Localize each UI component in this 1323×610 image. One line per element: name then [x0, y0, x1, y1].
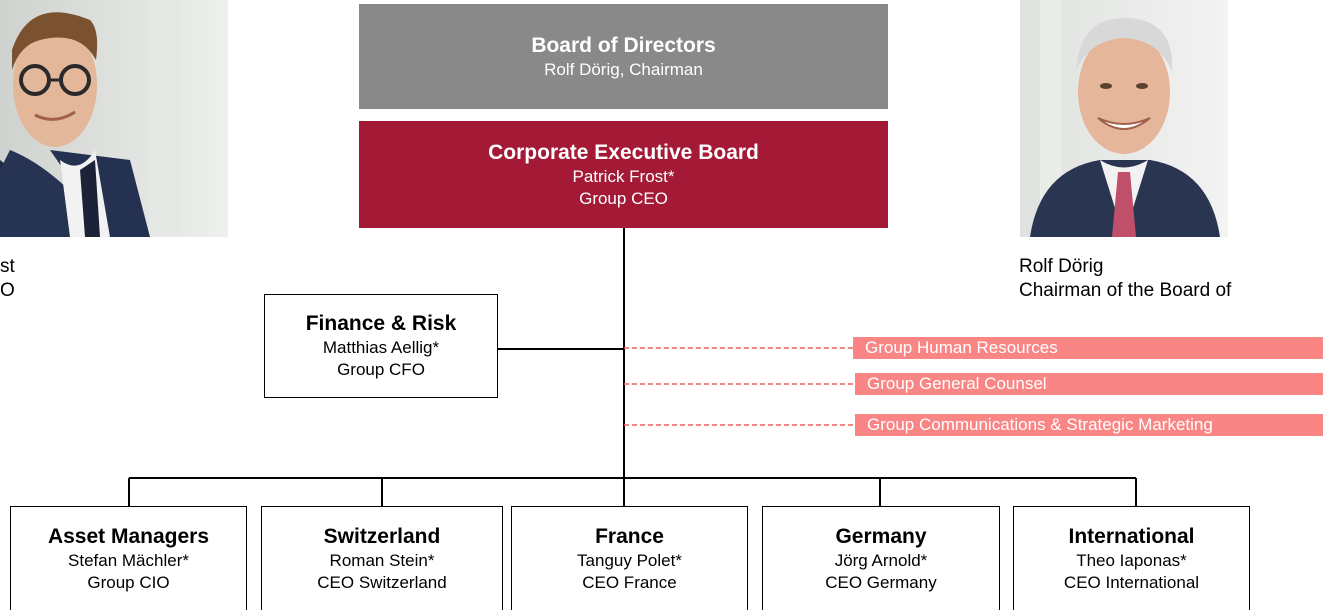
staff-function-hr: Group Human Resources: [853, 337, 1323, 359]
corporate-executive-board-box: Corporate Executive Board Patrick Frost*…: [359, 121, 888, 228]
division-title: International: [1068, 524, 1195, 548]
division-role: CEO Switzerland: [317, 572, 447, 592]
staff-function-legal: Group General Counsel: [855, 373, 1323, 395]
portrait-left: [0, 0, 228, 237]
division-box-france: France Tanguy Polet* CEO France: [511, 506, 748, 610]
ceb-role: Group CEO: [579, 188, 668, 208]
division-title: Germany: [835, 524, 927, 548]
staff-function-label: Group Communications & Strategic Marketi…: [867, 415, 1213, 434]
division-box-germany: Germany Jörg Arnold* CEO Germany: [762, 506, 1000, 610]
finance-risk-box: Finance & Risk Matthias Aellig* Group CF…: [264, 294, 498, 398]
finance-title: Finance & Risk: [305, 312, 457, 335]
division-box-international: International Theo Iaponas* CEO Internat…: [1013, 506, 1250, 610]
portrait-right-name: Rolf Dörig: [1019, 256, 1104, 277]
board-chairman: Rolf Dörig, Chairman: [544, 59, 703, 79]
board-of-directors-box: Board of Directors Rolf Dörig, Chairman: [359, 4, 888, 109]
division-person: Stefan Mächler*: [68, 550, 189, 570]
division-box-asset-managers: Asset Managers Stefan Mächler* Group CIO: [10, 506, 247, 610]
portrait-left-caption: st O: [0, 255, 15, 303]
division-role: Group CIO: [87, 572, 170, 592]
division-title: Switzerland: [323, 524, 441, 548]
staff-function-label: Group Human Resources: [865, 338, 1058, 357]
division-role: CEO Germany: [825, 572, 937, 592]
portrait-left-role: O: [0, 280, 15, 301]
division-role: CEO France: [582, 572, 677, 592]
staff-function-label: Group General Counsel: [867, 374, 1047, 393]
ceb-title: Corporate Executive Board: [488, 140, 759, 164]
division-title: France: [595, 524, 664, 548]
staff-function-communications: Group Communications & Strategic Marketi…: [855, 414, 1323, 436]
division-box-switzerland: Switzerland Roman Stein* CEO Switzerland: [261, 506, 503, 610]
division-person: Tanguy Polet*: [577, 550, 682, 570]
portrait-right: [1020, 0, 1228, 237]
portrait-right-role: Chairman of the Board of: [1019, 280, 1232, 301]
division-role: CEO International: [1063, 572, 1200, 592]
portrait-right-caption: Rolf Dörig Chairman of the Board of: [1019, 255, 1231, 303]
division-person: Theo Iaponas*: [1076, 550, 1187, 570]
finance-person: Matthias Aellig*: [322, 338, 440, 357]
ceb-person: Patrick Frost*: [572, 166, 675, 186]
finance-role: Group CFO: [337, 360, 425, 379]
division-person: Jörg Arnold*: [834, 550, 928, 570]
board-title: Board of Directors: [531, 33, 716, 57]
division-title: Asset Managers: [47, 524, 210, 548]
division-person: Roman Stein*: [329, 550, 435, 570]
portrait-left-name: st: [0, 256, 15, 277]
